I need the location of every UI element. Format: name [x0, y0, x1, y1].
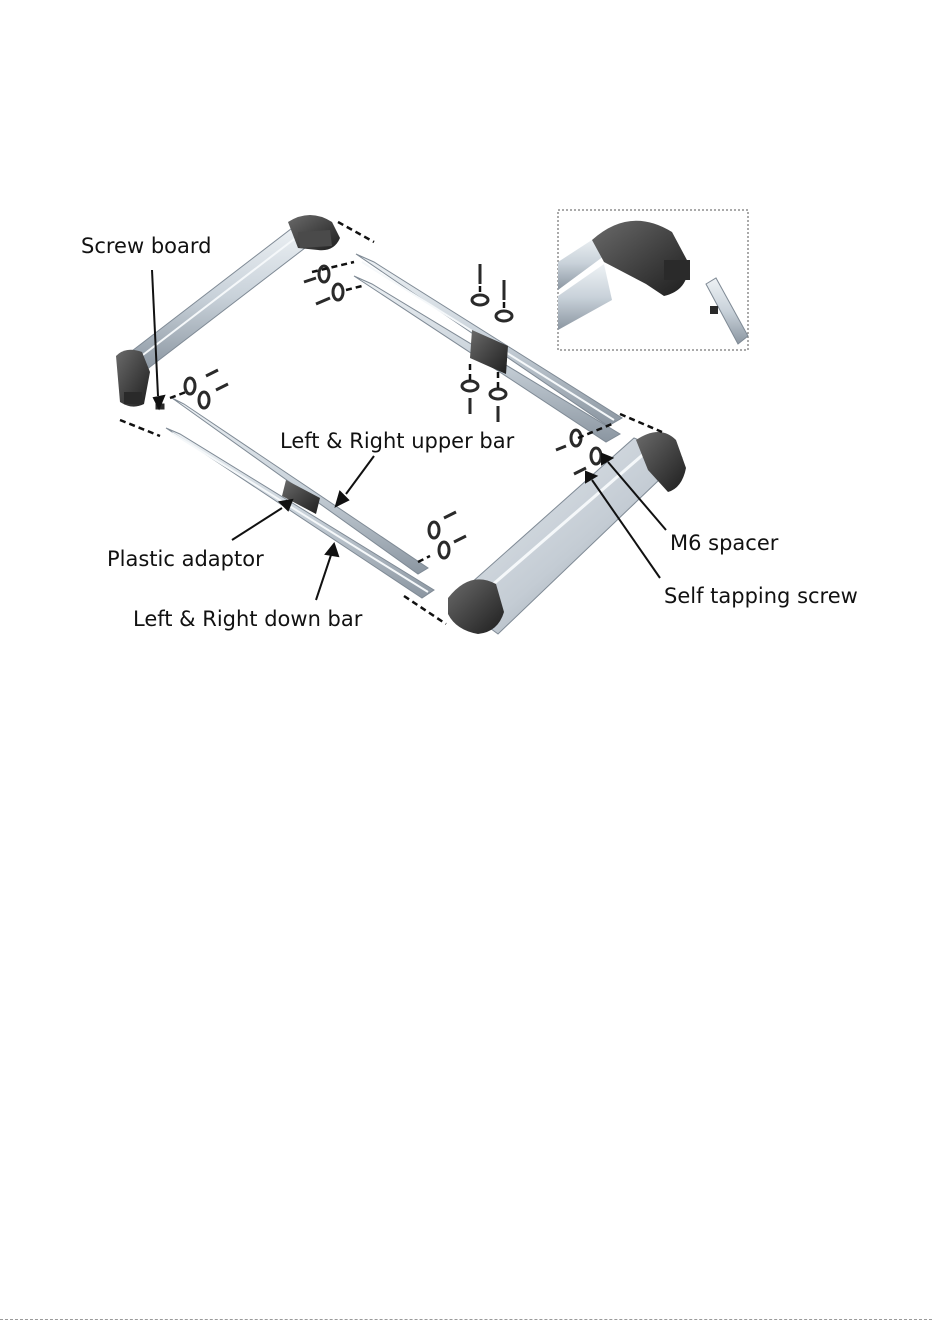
page-bottom-rule [0, 1319, 932, 1320]
label-screw-board: Screw board [81, 234, 211, 258]
label-down-bar: Left & Right down bar [133, 607, 363, 631]
label-m6-spacer: M6 spacer [670, 531, 779, 555]
leader-upper-bar [346, 456, 374, 494]
label-self-tapping-screw: Self tapping screw [664, 584, 858, 608]
leader-plastic-adaptor [232, 508, 282, 540]
label-upper-bar: Left & Right upper bar [280, 429, 515, 453]
detail-inset [558, 210, 748, 350]
label-plastic-adaptor: Plastic adaptor [107, 547, 264, 571]
leader-down-bar [316, 552, 332, 600]
front-frame-right [448, 432, 686, 634]
front-corner-cap [448, 579, 504, 634]
